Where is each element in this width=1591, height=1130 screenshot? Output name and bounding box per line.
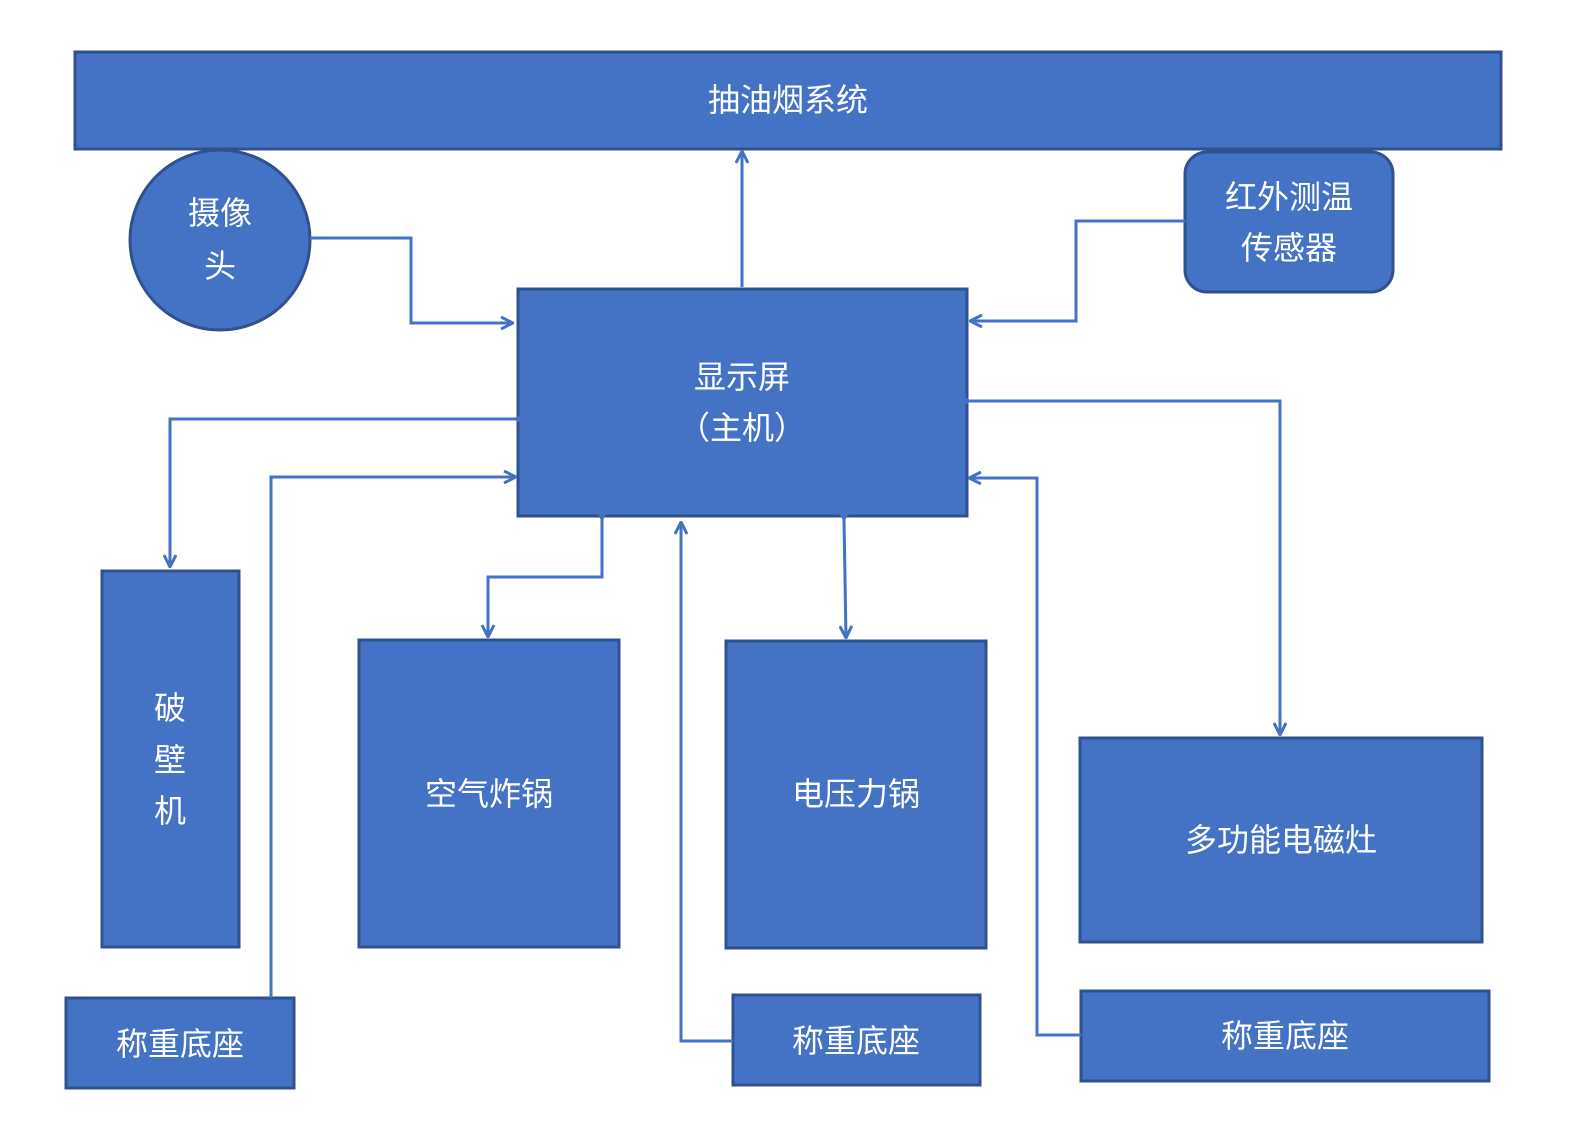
ir-temperature-sensor-node: 红外测温 传感器 [1183,150,1395,294]
blender-label-char3: 机 [154,792,186,830]
ir-sensor-label-line1: 红外测温 [1225,178,1353,216]
scale-base-middle-node: 称重底座 [731,993,982,1087]
display-label-line1: 显示屏 [694,358,790,396]
display-induction-bidirectional-arrow [969,401,1280,735]
scale-base-middle-label: 称重底座 [792,1022,920,1060]
scale-middle-to-display-arrow [681,522,733,1043]
induction-cooker-node: 多功能电磁灶 [1078,736,1484,944]
display-host-node: 显示屏 （主机） [516,287,969,518]
display-pressure-cooker-bidirectional-arrow [844,519,846,638]
camera-to-display-arrow [310,236,513,323]
blender-node: 破 壁 机 [100,569,241,949]
scale-base-right-label: 称重底座 [1221,1017,1349,1055]
hood-system-node: 抽油烟系统 [73,50,1503,151]
display-air-fryer-bidirectional-arrow [488,519,602,637]
hood-system-label: 抽油烟系统 [708,81,868,119]
pressure-cooker-label: 电压力锅 [792,775,920,813]
ir-sensor-to-display-arrow [970,219,1185,321]
ir-sensor-label-line2: 传感器 [1241,229,1337,267]
scale-base-right-node: 称重底座 [1079,989,1491,1083]
camera-label-line2: 头 [204,247,236,285]
blender-label-char1: 破 [154,689,186,727]
camera-label-line1: 摄像 [188,194,252,232]
camera-node: 摄像 头 [128,148,312,332]
scale-base-left-node: 称重底座 [64,996,296,1090]
blender-label-char2: 壁 [154,741,186,779]
air-fryer-label: 空气炸锅 [425,775,553,813]
air-fryer-node: 空气炸锅 [357,638,621,949]
scale-left-to-display-arrow [269,477,516,998]
display-blender-bidirectional-arrow [170,419,516,567]
pressure-cooker-node: 电压力锅 [724,639,988,950]
display-label-line2: （主机） [678,409,806,447]
scale-base-left-label: 称重底座 [116,1025,244,1063]
induction-cooker-label: 多功能电磁灶 [1185,821,1377,859]
